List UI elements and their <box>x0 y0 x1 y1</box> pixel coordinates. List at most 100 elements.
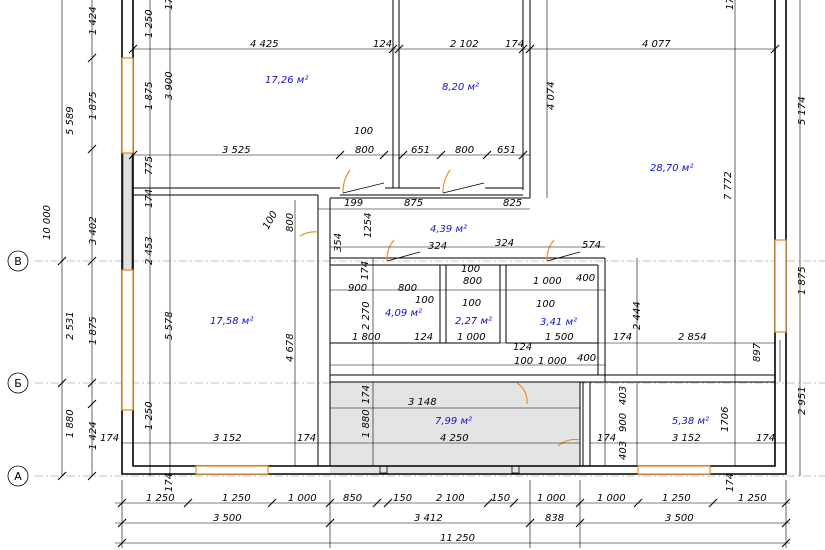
dimension-texts: 4 425 124 2 102 174 4 077 3 525 100 800 … <box>100 39 775 544</box>
dimension-label: 2 951 <box>797 386 808 415</box>
dimension-label: 403 <box>618 441 629 460</box>
room-area: 17,58 м² <box>210 316 253 327</box>
dimension-label: 403 <box>618 386 629 405</box>
dimension-label: 4 678 <box>285 333 296 362</box>
dimension-label: 2 100 <box>436 493 465 504</box>
dimension-label: 124 <box>414 332 433 343</box>
dimension-label: 1 424 <box>88 421 99 450</box>
dimension-label: 7 772 <box>723 171 734 200</box>
dimension-label: 1 875 <box>144 81 155 110</box>
dimension-label: 4 425 <box>250 39 279 50</box>
dimension-label: 174 <box>725 473 736 492</box>
room-area: 8,20 м² <box>442 82 479 93</box>
dimension-label: 1 880 <box>65 409 76 438</box>
dimension-label: 900 <box>618 413 629 432</box>
dimension-label: 574 <box>582 240 601 251</box>
hall-fill <box>330 382 580 473</box>
dimension-label: 1 250 <box>144 9 155 38</box>
dimension-label: 324 <box>428 241 447 252</box>
dimension-label: 3 525 <box>222 145 251 156</box>
dimension-label: 825 <box>503 198 522 209</box>
dimension-label: 800 <box>463 276 482 287</box>
dimension-label: 100 <box>514 356 533 367</box>
dimension-label: 3 900 <box>164 71 175 100</box>
dimension-label: 10 000 <box>42 205 53 240</box>
dimension-label: 150 <box>393 493 412 504</box>
vent-marker <box>511 465 520 474</box>
dimension-label: 1 250 <box>738 493 767 504</box>
dimension-label: 174 <box>144 189 155 208</box>
dimension-lines <box>61 0 801 548</box>
dimension-label: 174 <box>100 433 119 444</box>
window-bottom-left <box>195 465 269 475</box>
window-left-top <box>121 57 134 154</box>
dimension-label: 4 250 <box>440 433 469 444</box>
dimension-label: 5 174 <box>797 96 808 125</box>
dimension-label: 2 531 <box>65 311 76 340</box>
dimension-label: 354 <box>333 233 344 252</box>
axis-marker-v <box>7 250 29 272</box>
dimension-label: 400 <box>577 353 596 364</box>
dimension-label: 174 <box>725 0 736 10</box>
room-area: 3,41 м² <box>540 317 577 328</box>
dimension-label: 3 500 <box>665 513 694 524</box>
room-area: 4,39 м² <box>430 224 467 235</box>
dimension-label: 3 152 <box>213 433 242 444</box>
dimension-label: 1 250 <box>144 401 155 430</box>
room-area: 17,26 м² <box>265 75 308 86</box>
dimension-label: 1 250 <box>662 493 691 504</box>
dimension-label: 100 <box>461 264 480 275</box>
dimension-label: 1254 <box>363 213 374 238</box>
dimension-label: 1 000 <box>533 276 562 287</box>
dimension-label: 174 <box>756 433 775 444</box>
dimension-label: 1 424 <box>88 6 99 35</box>
room-area: 7,99 м² <box>435 416 472 427</box>
dimension-label: 174 <box>613 332 632 343</box>
dimension-label: 2 453 <box>144 236 155 265</box>
dimension-label: 100 <box>261 209 280 231</box>
dimension-label: 11 250 <box>440 533 475 544</box>
dimension-label: 174 <box>164 473 175 492</box>
window-bottom-right <box>637 465 711 475</box>
room-area: 2,27 м² <box>455 316 492 327</box>
dimension-label: 800 <box>398 283 417 294</box>
dimension-label: 1 000 <box>457 332 486 343</box>
dimension-label: 124 <box>373 39 392 50</box>
dimension-label: 651 <box>411 145 430 156</box>
dimension-label: 800 <box>355 145 374 156</box>
dimension-label: 1 000 <box>288 493 317 504</box>
dimension-label: 2 270 <box>361 301 372 330</box>
dimension-label: 3 148 <box>408 397 437 408</box>
dimension-label: 174 <box>505 39 524 50</box>
vertical-dimension-texts: 1 424 1 250 5 589 1 875 1 875 3 900 775 … <box>42 0 808 492</box>
dimension-label: 1 880 <box>361 409 372 438</box>
dimension-label: 897 <box>752 342 763 362</box>
doors <box>299 169 581 447</box>
room-area: 28,70 м² <box>650 163 693 174</box>
dimension-label: 1 500 <box>545 332 574 343</box>
dimension-label: 4 077 <box>642 39 671 50</box>
dimension-label: 174 <box>164 0 175 10</box>
dimension-label: 2 444 <box>632 301 643 330</box>
dimension-ticks <box>57 44 791 548</box>
dimension-label: 174 <box>597 433 616 444</box>
dimension-label: 150 <box>491 493 510 504</box>
window-right <box>774 239 787 333</box>
windows <box>121 57 787 475</box>
axis-label-v: В <box>14 255 22 268</box>
dimension-label: 1 000 <box>597 493 626 504</box>
dimension-label: 100 <box>354 126 373 137</box>
dimension-label: 1 875 <box>88 91 99 120</box>
dimension-label: 3 402 <box>88 216 99 245</box>
dimension-label: 174 <box>360 261 371 280</box>
dimension-label: 3 412 <box>414 513 443 524</box>
dimension-label: 124 <box>513 342 532 353</box>
dimension-label: 1706 <box>720 407 731 432</box>
dimension-label: 174 <box>297 433 316 444</box>
dimension-label: 100 <box>462 298 481 309</box>
dimension-label: 1 250 <box>146 493 175 504</box>
dimension-label: 174 <box>361 385 372 404</box>
dimension-label: 1 875 <box>88 316 99 345</box>
